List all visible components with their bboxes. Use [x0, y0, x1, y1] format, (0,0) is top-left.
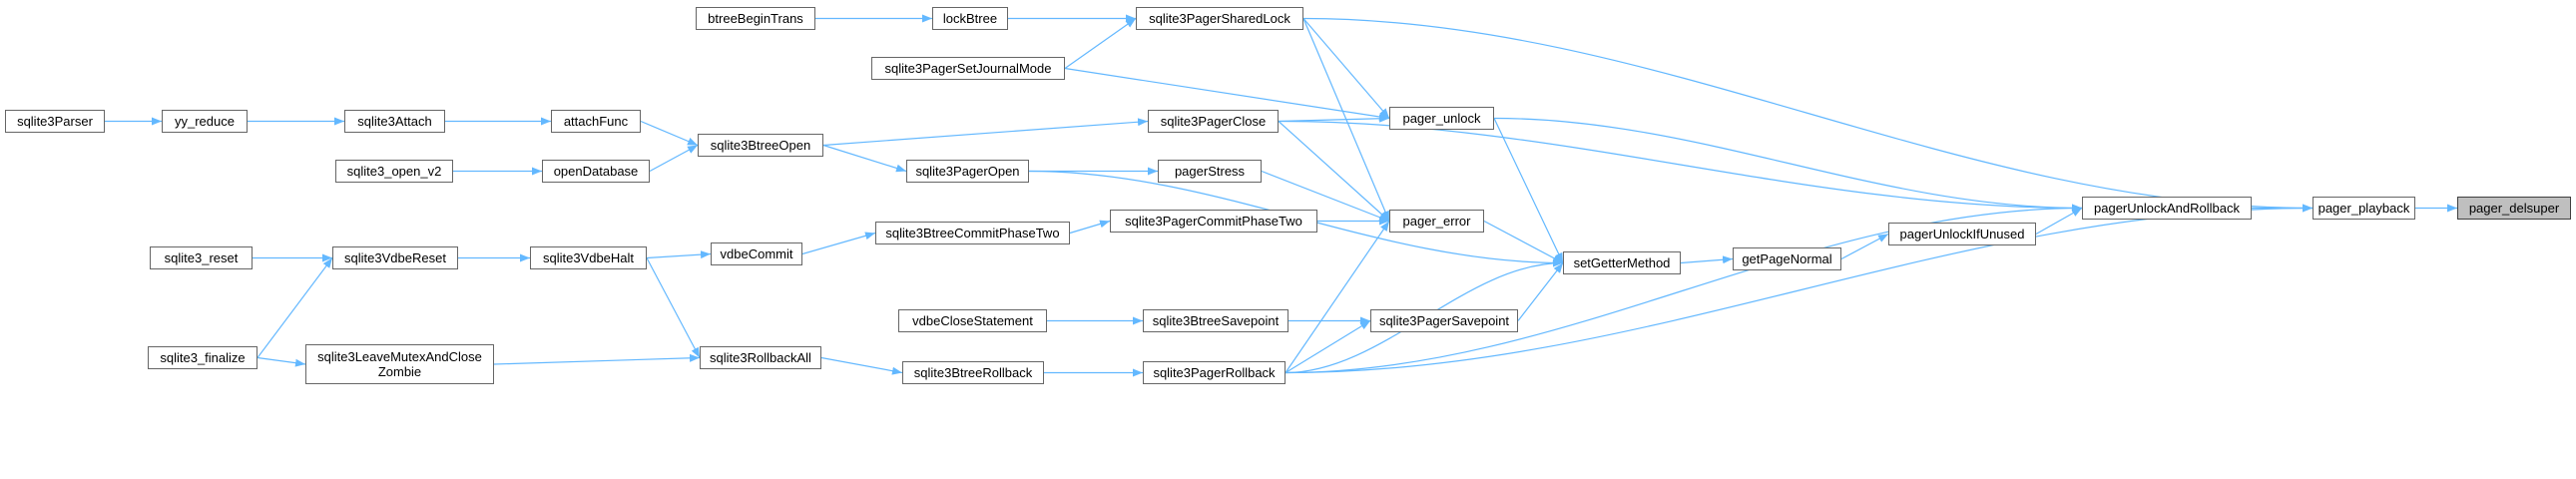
node-yy-reduce[interactable]: yy_reduce	[162, 110, 248, 133]
edge-sqlite3VdbeHalt-to-sqlite3RollbackAll	[646, 257, 701, 358]
edge-sqlite3PagerClose-to-pagerUnlockAndRollback	[1278, 120, 2083, 213]
edge-sqlite3PagerSharedLock-to-pager_unlock	[1302, 18, 1390, 119]
node-sqlite3-pager-close[interactable]: sqlite3PagerClose	[1148, 110, 1279, 133]
node-sqlite3-vdbe-reset[interactable]: sqlite3VdbeReset	[332, 246, 458, 269]
edge-sqlite3PagerClose-to-pager_unlock	[1278, 114, 1390, 123]
node-set-getter-method[interactable]: setGetterMethod	[1563, 251, 1681, 274]
node-pager-stress[interactable]: pagerStress	[1158, 160, 1262, 183]
node-sqlite3-open-v2[interactable]: sqlite3_open_v2	[335, 160, 453, 183]
node-sqlite3-pager-commit-phase-two[interactable]: sqlite3PagerCommitPhaseTwo	[1110, 210, 1317, 233]
edge-sqlite3LeaveMutexAndCloseZombie-to-sqlite3RollbackAll	[493, 353, 701, 365]
node-pager-playback[interactable]: pager_playback	[2313, 197, 2415, 220]
edge-sqlite3PagerSharedLock-to-pager_error	[1302, 18, 1390, 222]
node-attach-func[interactable]: attachFunc	[551, 110, 641, 133]
edge-sqlite3PagerRollback-to-pager_playback	[1285, 204, 2314, 374]
node-vdbe-commit[interactable]: vdbeCommit	[711, 242, 802, 265]
node-sqlite3-leave-mutex-and-close-zombie[interactable]: sqlite3LeaveMutexAndClose Zombie	[305, 344, 494, 384]
node-open-database[interactable]: openDatabase	[542, 160, 650, 183]
edge-sqlite3PagerSetJournalMode-to-pager_unlock	[1064, 67, 1390, 121]
node-sqlite3-btree-rollback[interactable]: sqlite3BtreeRollback	[902, 361, 1044, 384]
node-pager-delsuper: pager_delsuper	[2457, 197, 2571, 220]
node-get-page-normal[interactable]: getPageNormal	[1733, 247, 1841, 270]
node-pager-error[interactable]: pager_error	[1389, 210, 1484, 233]
node-sqlite3-btree-open[interactable]: sqlite3BtreeOpen	[698, 134, 823, 157]
edge-pager_error-to-setGetterMethod	[1483, 220, 1564, 264]
node-sqlite3-reset[interactable]: sqlite3_reset	[150, 246, 253, 269]
node-btree-begin-trans[interactable]: btreeBeginTrans	[696, 7, 815, 30]
node-sqlite3-pager-set-journal-mode[interactable]: sqlite3PagerSetJournalMode	[871, 57, 1065, 80]
node-sqlite3-attach[interactable]: sqlite3Attach	[344, 110, 445, 133]
edge-setGetterMethod-to-getPageNormal	[1680, 255, 1734, 264]
node-vdbe-close-statement[interactable]: vdbeCloseStatement	[898, 309, 1047, 332]
node-pager-unlock-and-rollback[interactable]: pagerUnlockAndRollback	[2082, 197, 2252, 220]
edge-sqlite3PagerRollback-to-sqlite3PagerSavepoint	[1285, 319, 1371, 374]
node-pager-unlock-if-unused[interactable]: pagerUnlockIfUnused	[1888, 223, 2036, 245]
edge-sqlite3BtreeOpen-to-sqlite3PagerClose	[822, 118, 1149, 147]
edge-sqlite3VdbeHalt-to-vdbeCommit	[646, 250, 712, 259]
node-lock-btree[interactable]: lockBtree	[932, 7, 1008, 30]
node-sqlite3-btree-savepoint[interactable]: sqlite3BtreeSavepoint	[1143, 309, 1288, 332]
node-sqlite3-pager-rollback[interactable]: sqlite3PagerRollback	[1143, 361, 1286, 384]
node-sqlite3-pager-open[interactable]: sqlite3PagerOpen	[906, 160, 1029, 183]
edge-sqlite3PagerRollback-to-pagerUnlockAndRollback	[1285, 204, 2083, 374]
edge-attachFunc-to-sqlite3BtreeOpen	[640, 120, 699, 147]
node-sqlite3-btree-commit-phase-two[interactable]: sqlite3BtreeCommitPhaseTwo	[875, 222, 1070, 244]
node-sqlite3-parser[interactable]: sqlite3Parser	[5, 110, 105, 133]
node-pager-unlock[interactable]: pager_unlock	[1389, 107, 1494, 130]
edge-sqlite3PagerSetJournalMode-to-sqlite3PagerSharedLock	[1064, 18, 1137, 69]
edge-sqlite3PagerSavepoint-to-setGetterMethod	[1517, 262, 1564, 321]
edge-sqlite3PagerClose-to-pager_error	[1278, 121, 1390, 222]
edge-pager_unlock-to-pagerUnlockAndRollback	[1493, 117, 2083, 213]
edge-sqlite3_finalize-to-sqlite3LeaveMutexAndCloseZombie	[257, 356, 306, 367]
node-sqlite3-pager-savepoint[interactable]: sqlite3PagerSavepoint	[1370, 309, 1518, 332]
node-sqlite3-pager-shared-lock[interactable]: sqlite3PagerSharedLock	[1136, 7, 1303, 30]
edge-sqlite3BtreeOpen-to-sqlite3PagerOpen	[822, 144, 907, 173]
edge-sqlite3RollbackAll-to-sqlite3BtreeRollback	[820, 356, 903, 375]
edge-vdbeCommit-to-sqlite3BtreeCommitPhaseTwo	[801, 232, 876, 255]
node-sqlite3-rollback-all[interactable]: sqlite3RollbackAll	[700, 346, 821, 369]
edge-sqlite3BtreeCommitPhaseTwo-to-sqlite3PagerCommitPhaseTwo	[1069, 220, 1111, 235]
edge-sqlite3PagerRollback-to-pager_error	[1285, 221, 1390, 373]
edge-openDatabase-to-sqlite3BtreeOpen	[649, 144, 699, 173]
node-sqlite3-finalize[interactable]: sqlite3_finalize	[148, 346, 258, 369]
edge-getPageNormal-to-pagerUnlockIfUnused	[1840, 233, 1889, 260]
edge-pagerStress-to-pager_error	[1261, 170, 1390, 223]
edge-pager_unlock-to-setGetterMethod	[1493, 118, 1564, 263]
node-sqlite3-vdbe-halt[interactable]: sqlite3VdbeHalt	[530, 246, 647, 269]
edge-sqlite3_finalize-to-sqlite3VdbeReset	[257, 257, 333, 358]
edge-pagerUnlockIfUnused-to-pagerUnlockAndRollback	[2035, 207, 2083, 236]
